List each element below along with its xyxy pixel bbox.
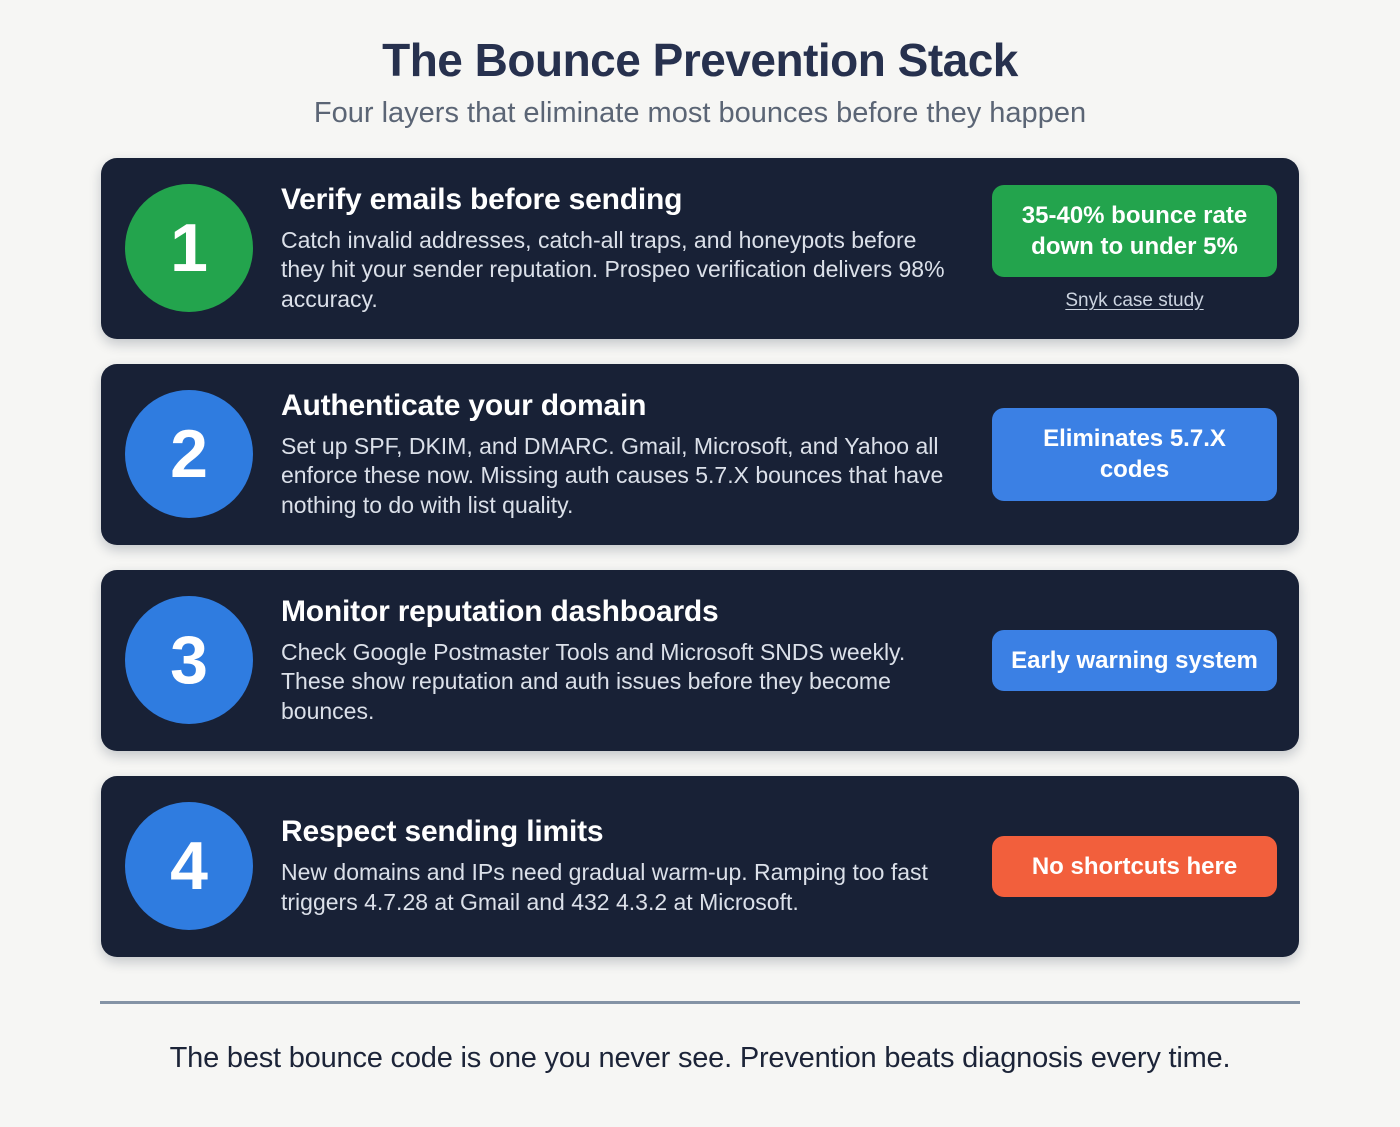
layer-description: New domains and IPs need gradual warm-up… — [281, 859, 928, 915]
layers-stack: 1 Verify emails before sending Catch inv… — [101, 157, 1299, 957]
layer-title: Authenticate your domain — [281, 388, 647, 422]
layer-content: Monitor reputation dashboards Check Goog… — [253, 595, 992, 726]
layer-badge-column: No shortcuts here — [992, 835, 1277, 897]
layer-card-authenticate-domain: 2 Authenticate your domain Set up SPF, D… — [101, 363, 1299, 545]
layer-content: Verify emails before sending Catch inval… — [253, 183, 992, 314]
footer-divider — [100, 1000, 1300, 1004]
page-title: The Bounce Prevention Stack — [382, 34, 1018, 86]
step-number-badge: 1 — [125, 184, 253, 313]
result-badge: 35-40% bounce rate down to under 5% — [992, 184, 1277, 278]
layer-content: Respect sending limits New domains and I… — [253, 815, 992, 917]
layer-description: Check Google Postmaster Tools and Micros… — [281, 638, 906, 724]
result-badge: Eliminates 5.7.X codes — [992, 408, 1277, 501]
layer-description: Catch invalid addresses, catch-all traps… — [281, 226, 945, 312]
header: The Bounce Prevention Stack Four layers … — [0, 0, 1400, 130]
layer-card-respect-limits: 4 Respect sending limits New domains and… — [101, 775, 1299, 957]
layer-card-monitor-reputation: 3 Monitor reputation dashboards Check Go… — [101, 569, 1299, 751]
layer-title: Verify emails before sending — [281, 182, 683, 216]
step-number-badge: 2 — [125, 390, 253, 519]
case-study-link[interactable]: Snyk case study — [1065, 290, 1204, 312]
layer-badge-column: 35-40% bounce rate down to under 5% Snyk… — [992, 184, 1277, 312]
layer-card-verify-emails: 1 Verify emails before sending Catch inv… — [101, 157, 1299, 339]
step-number-badge: 3 — [125, 596, 253, 725]
footer-note: The best bounce code is one you never se… — [169, 1041, 1231, 1074]
layer-content: Authenticate your domain Set up SPF, DKI… — [253, 389, 992, 520]
layer-badge-column: Eliminates 5.7.X codes — [992, 408, 1277, 501]
layer-title: Monitor reputation dashboards — [281, 594, 719, 628]
layer-badge-column: Early warning system — [992, 629, 1277, 691]
step-number-badge: 4 — [125, 802, 253, 931]
layer-description: Set up SPF, DKIM, and DMARC. Gmail, Micr… — [281, 432, 944, 518]
layer-title: Respect sending limits — [281, 815, 604, 849]
result-badge: Early warning system — [992, 629, 1277, 691]
page-subtitle: Four layers that eliminate most bounces … — [313, 96, 1087, 129]
result-badge: No shortcuts here — [992, 835, 1277, 897]
